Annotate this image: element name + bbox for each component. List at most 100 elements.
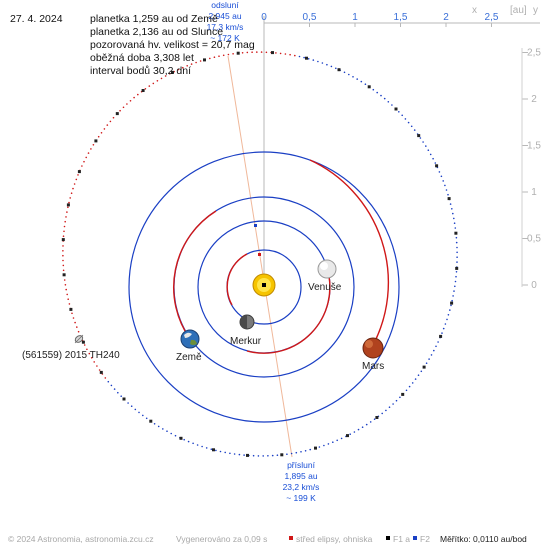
asteroid-orbit-dot: [75, 178, 78, 181]
asteroid-orbit-dot: [317, 60, 319, 63]
asteroid-orbit-dot: [174, 434, 177, 437]
asteroid-orbit-dot: [169, 73, 171, 75]
asteroid-orbit-dot: [451, 208, 453, 210]
asteroid-orbit-dot: [62, 250, 64, 252]
asteroid-orbit-dot: [113, 388, 116, 390]
earth-orbit-recent: [172, 210, 217, 340]
asteroid-orbit-dot: [373, 418, 376, 421]
asteroid-orbit-dot: [195, 61, 197, 64]
asteroid-position-marker: [61, 238, 65, 242]
asteroid-orbit-dot: [372, 88, 375, 91]
asteroid-orbit-dot: [395, 399, 398, 402]
asteroid-position-marker: [115, 112, 119, 116]
asteroid-orbit-dot: [201, 445, 203, 448]
mars-orbit: [128, 151, 400, 423]
asteroid-orbit-dot: [257, 455, 260, 457]
asteroid-orbit-dot: [219, 450, 222, 453]
asteroid-orbit-dot: [69, 197, 71, 199]
asteroid-orbit-dot: [66, 211, 68, 213]
perihelion-title: přísluní: [287, 460, 316, 470]
asteroid-orbit-dot: [187, 440, 190, 443]
asteroid-orbit-dot: [408, 385, 411, 388]
asteroid-orbit-dot: [227, 53, 230, 56]
asteroid-orbit-dot: [145, 417, 148, 420]
asteroid-orbit-dot: [352, 76, 354, 78]
asteroid-orbit-dot: [289, 53, 291, 56]
asteroid-orbit-dot: [196, 444, 199, 446]
asteroid-orbit-dot: [183, 438, 185, 441]
asteroid-orbit-dot: [387, 101, 390, 103]
asteroid-orbit-dot: [222, 54, 225, 57]
asteroid-orbit-dot: [286, 453, 288, 456]
asteroid-orbit-dot: [62, 245, 64, 247]
asteroid-orbit-dot: [392, 403, 394, 405]
asteroid-orbit-dot: [420, 370, 423, 373]
asteroid-orbit-dot: [63, 230, 65, 233]
asteroid-orbit-dot: [429, 153, 432, 156]
asteroid-orbit-dot: [327, 443, 330, 445]
asteroid-orbit-dot: [262, 455, 265, 457]
asteroid-orbit-dot: [93, 361, 95, 363]
footer-generated: Vygenerováno za 0,09 s: [176, 534, 267, 544]
asteroid-orbit-dot: [411, 382, 414, 384]
asteroid-orbit-dot: [106, 124, 109, 126]
asteroid-position-marker: [439, 334, 443, 338]
asteroid-position-marker: [314, 446, 317, 450]
asteroid-orbit-dot: [130, 405, 133, 408]
y-axis-tick-label: 1,5: [527, 141, 541, 152]
asteroid-orbit-dot: [323, 444, 325, 447]
asteroid-orbit-dot: [442, 180, 445, 182]
asteroid-orbit-dot: [452, 295, 454, 297]
asteroid-orbit-dot: [307, 58, 310, 60]
asteroid-orbit-dot: [62, 269, 65, 272]
asteroid-orbit-dot: [64, 284, 67, 286]
asteroid-orbit-dot: [455, 271, 458, 273]
asteroid-orbit-dot: [438, 171, 441, 173]
asteroid-position-marker: [236, 51, 240, 55]
info-line-period: oběžná doba 3,308 let: [90, 52, 194, 64]
aphelion-distance: 2,945 au: [208, 11, 241, 21]
asteroid-orbit-dot: [205, 447, 208, 449]
asteroid-orbit-dot: [122, 106, 125, 109]
asteroid-orbit-dot: [456, 251, 458, 254]
asteroid-orbit-dot: [209, 57, 211, 60]
asteroid-orbit-dot: [265, 51, 268, 54]
asteroid-orbit-dot: [190, 63, 193, 65]
asteroid-orbit-dot: [166, 430, 168, 433]
earth-planet: [180, 329, 200, 349]
venus-orbit-recent: [246, 267, 331, 354]
asteroid-orbit-dot: [112, 116, 115, 119]
asteroid-orbit-dot: [294, 54, 296, 57]
asteroid-orbit-dot: [451, 299, 453, 302]
asteroid-orbit-dot: [68, 201, 70, 204]
asteroid-orbit-dot: [90, 357, 93, 359]
asteroid-orbit-dot: [298, 55, 301, 58]
asteroid-orbit-dot: [148, 85, 151, 87]
asteroid-orbit-dot: [87, 152, 90, 154]
mars-label: Mars: [362, 361, 384, 372]
asteroid-orbit-dot: [425, 362, 428, 365]
asteroid-orbit-dot: [177, 68, 180, 71]
asteroid-orbit-dot: [133, 96, 135, 99]
asteroid-position-marker: [271, 51, 274, 55]
asteroid-orbit-dot: [404, 118, 407, 120]
asteroid-orbit-dot: [142, 414, 144, 417]
x-axis-label: x: [472, 5, 477, 16]
asteroid-position-marker: [394, 107, 398, 111]
asteroid-orbit-dot: [100, 132, 103, 134]
asteroid-orbit-dot: [419, 137, 422, 139]
asteroid-orbit-dot: [456, 256, 458, 259]
mercury-label: Merkur: [230, 336, 262, 347]
asteroid-position-marker: [450, 301, 454, 305]
asteroid-orbit-dot: [129, 100, 132, 102]
asteroid-orbit-dot: [156, 80, 159, 82]
asteroid-position-marker: [179, 436, 183, 440]
asteroid-orbit-dot: [321, 62, 324, 64]
y-axis-tick-label: 2: [531, 94, 537, 105]
asteroid-position-marker: [422, 365, 426, 369]
asteroid-orbit-dot: [304, 450, 307, 452]
asteroid-orbit-dot: [440, 175, 443, 178]
asteroid-orbit-dot: [107, 380, 110, 383]
